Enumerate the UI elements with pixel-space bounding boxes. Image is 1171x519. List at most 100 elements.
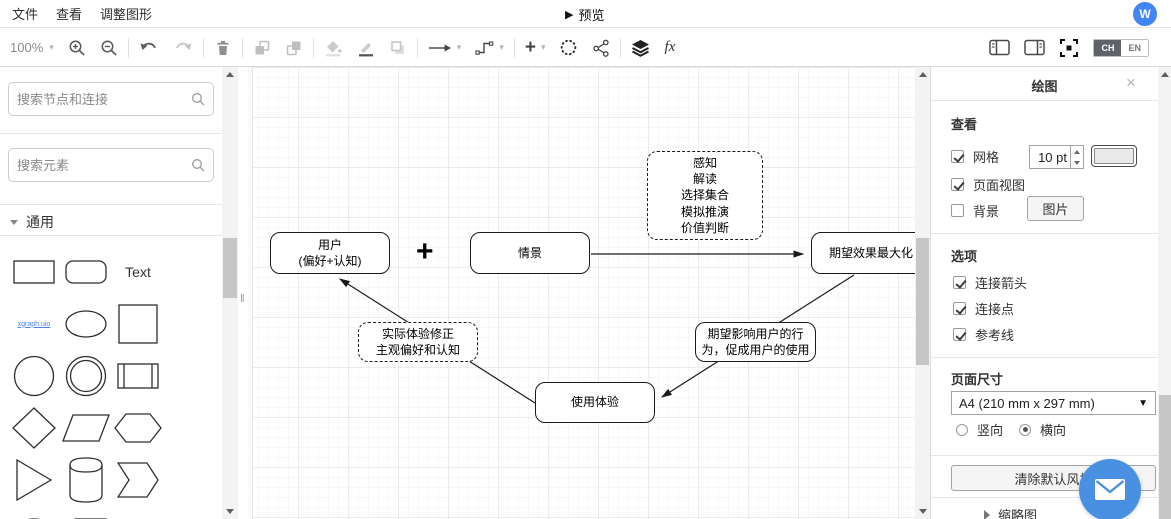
grid-size-stepper[interactable] (1070, 146, 1083, 168)
shape-double-circle[interactable] (60, 350, 112, 402)
grid-checkbox[interactable] (951, 150, 964, 163)
shape-cylinder[interactable] (60, 454, 112, 506)
fill-color-button[interactable] (324, 37, 343, 59)
shape-link[interactable]: xgraph.uio (17, 320, 51, 328)
background-checkbox[interactable] (951, 204, 964, 217)
line-color-button[interactable] (357, 37, 375, 59)
search-elements-input[interactable] (17, 157, 191, 173)
connection-arrows-checkbox[interactable] (953, 276, 966, 289)
toggle-left-panel-button[interactable] (989, 37, 1011, 59)
background-image-button[interactable]: 图片 (1027, 196, 1084, 221)
shape-diamond[interactable] (8, 402, 60, 454)
canvas-scroll-thumb[interactable] (916, 238, 929, 365)
share-button[interactable] (592, 37, 610, 59)
scroll-up-icon[interactable] (1158, 67, 1171, 81)
sidebar-scroll-thumb[interactable] (223, 238, 237, 298)
zoom-level-select[interactable]: 100% ▾ (10, 40, 54, 55)
toolbar: 100% ▾ (0, 29, 1171, 67)
preview-button[interactable]: ▶ 预览 (565, 0, 604, 28)
node-experience-correction[interactable]: 实际体验修正 主观偏好和认知 (358, 322, 478, 362)
zoom-out-button[interactable] (100, 37, 118, 59)
search-nodes-input[interactable] (17, 91, 191, 107)
shape-triangle[interactable] (8, 454, 60, 506)
stepper-up-icon[interactable] (1071, 146, 1083, 157)
zoom-in-button[interactable] (68, 37, 86, 59)
language-en-option[interactable]: EN (1121, 39, 1148, 56)
shape-step[interactable] (112, 454, 164, 506)
node-cognition-process[interactable]: 感知 解读 选择集合 模拟推演 价值判断 (647, 151, 763, 240)
page-view-checkbox[interactable] (951, 178, 964, 191)
delete-button[interactable] (214, 37, 232, 59)
node-expectation[interactable]: 期望效果最大化 (811, 232, 930, 274)
search-icon[interactable] (191, 158, 205, 172)
panel-scrollbar[interactable] (1158, 67, 1171, 519)
shape-ellipse-partial[interactable] (8, 506, 60, 519)
scroll-down-icon[interactable] (222, 504, 238, 518)
redo-button[interactable] (173, 37, 193, 59)
shape-hexagon[interactable] (112, 402, 164, 454)
undo-button[interactable] (139, 37, 159, 59)
grid-size-input[interactable]: 10 pt (1029, 145, 1084, 169)
connection-points-checkbox[interactable] (953, 302, 966, 315)
scroll-down-icon[interactable] (915, 504, 930, 518)
stepper-down-icon[interactable] (1071, 157, 1083, 168)
math-function-button[interactable]: fx (664, 37, 675, 59)
arrow-style-icon (428, 44, 451, 51)
avatar[interactable]: W (1133, 2, 1157, 26)
shape-parallelogram[interactable] (60, 402, 112, 454)
panel-scroll-thumb[interactable] (1159, 395, 1171, 519)
connection-style-button[interactable]: ▾ (428, 37, 461, 59)
shape-process[interactable] (112, 350, 164, 402)
panel-right-icon (1024, 39, 1046, 56)
language-ch-option[interactable]: CH (1094, 39, 1122, 56)
connection-points-label: 连接点 (975, 302, 1015, 317)
play-icon: ▶ (565, 8, 574, 21)
page-size-select[interactable]: A4 (210 mm x 297 mm) ▼ (951, 391, 1156, 415)
shape-circle[interactable] (8, 350, 60, 402)
menu-adjust-shapes[interactable]: 调整图形 (100, 7, 153, 22)
close-icon[interactable]: × (1126, 73, 1136, 92)
grid-color-swatch[interactable] (1091, 145, 1137, 167)
fill-color-icon (325, 40, 342, 56)
shape-square[interactable] (112, 298, 164, 350)
node-influence-behavior[interactable]: 期望影响用户的行 为，促成用户的使用 (695, 322, 816, 362)
shape-rounded-rectangle[interactable] (60, 246, 112, 298)
layers-button[interactable] (631, 37, 650, 59)
feedback-chat-button[interactable] (1079, 459, 1141, 519)
waypoint-style-button[interactable]: ▾ (475, 37, 504, 59)
freehand-button[interactable] (559, 37, 578, 59)
fx-icon: fx (664, 39, 676, 55)
landscape-radio[interactable] (1019, 423, 1031, 436)
scroll-up-icon[interactable] (222, 67, 238, 81)
thumbnail-section[interactable]: 缩略图 (984, 505, 1037, 519)
search-icon[interactable] (191, 92, 205, 106)
insert-button[interactable]: + ▾ (525, 37, 546, 59)
language-toggle[interactable]: CH EN (1093, 38, 1149, 57)
scroll-up-icon[interactable] (915, 67, 930, 81)
shape-card-partial[interactable] (60, 506, 112, 519)
shape-text[interactable]: Text (125, 264, 151, 280)
shadow-button[interactable] (389, 37, 407, 59)
grid-label: 网格 (973, 150, 1000, 165)
node-experience[interactable]: 使用体验 (535, 382, 655, 423)
shape-ellipse[interactable] (60, 298, 112, 350)
plus-icon: + (524, 36, 536, 58)
diagram-canvas[interactable]: 用户 (偏好+认知) + 情景 感知 解读 选择集合 模拟推演 价值判断 期望效… (248, 67, 930, 519)
bring-to-front-button[interactable] (253, 37, 271, 59)
menu-view[interactable]: 查看 (56, 7, 83, 22)
fullscreen-button[interactable] (1059, 37, 1079, 59)
guides-checkbox[interactable] (953, 328, 966, 341)
canvas-scrollbar[interactable] (915, 67, 930, 519)
section-general-header[interactable]: 通用 (10, 211, 54, 233)
node-user[interactable]: 用户 (偏好+认知) (270, 232, 390, 274)
menu-file[interactable]: 文件 (12, 7, 39, 22)
node-plus-label[interactable]: + (416, 235, 434, 268)
shape-rectangle[interactable] (8, 246, 60, 298)
send-to-back-button[interactable] (285, 37, 303, 59)
sidebar-scrollbar[interactable] (222, 67, 238, 519)
portrait-radio[interactable] (956, 423, 968, 436)
chevron-down-icon: ▾ (499, 42, 504, 52)
toggle-right-panel-button[interactable] (1024, 37, 1046, 59)
sidebar-resize-handle[interactable]: ‖ (240, 293, 245, 305)
node-scenario[interactable]: 情景 (470, 232, 590, 274)
